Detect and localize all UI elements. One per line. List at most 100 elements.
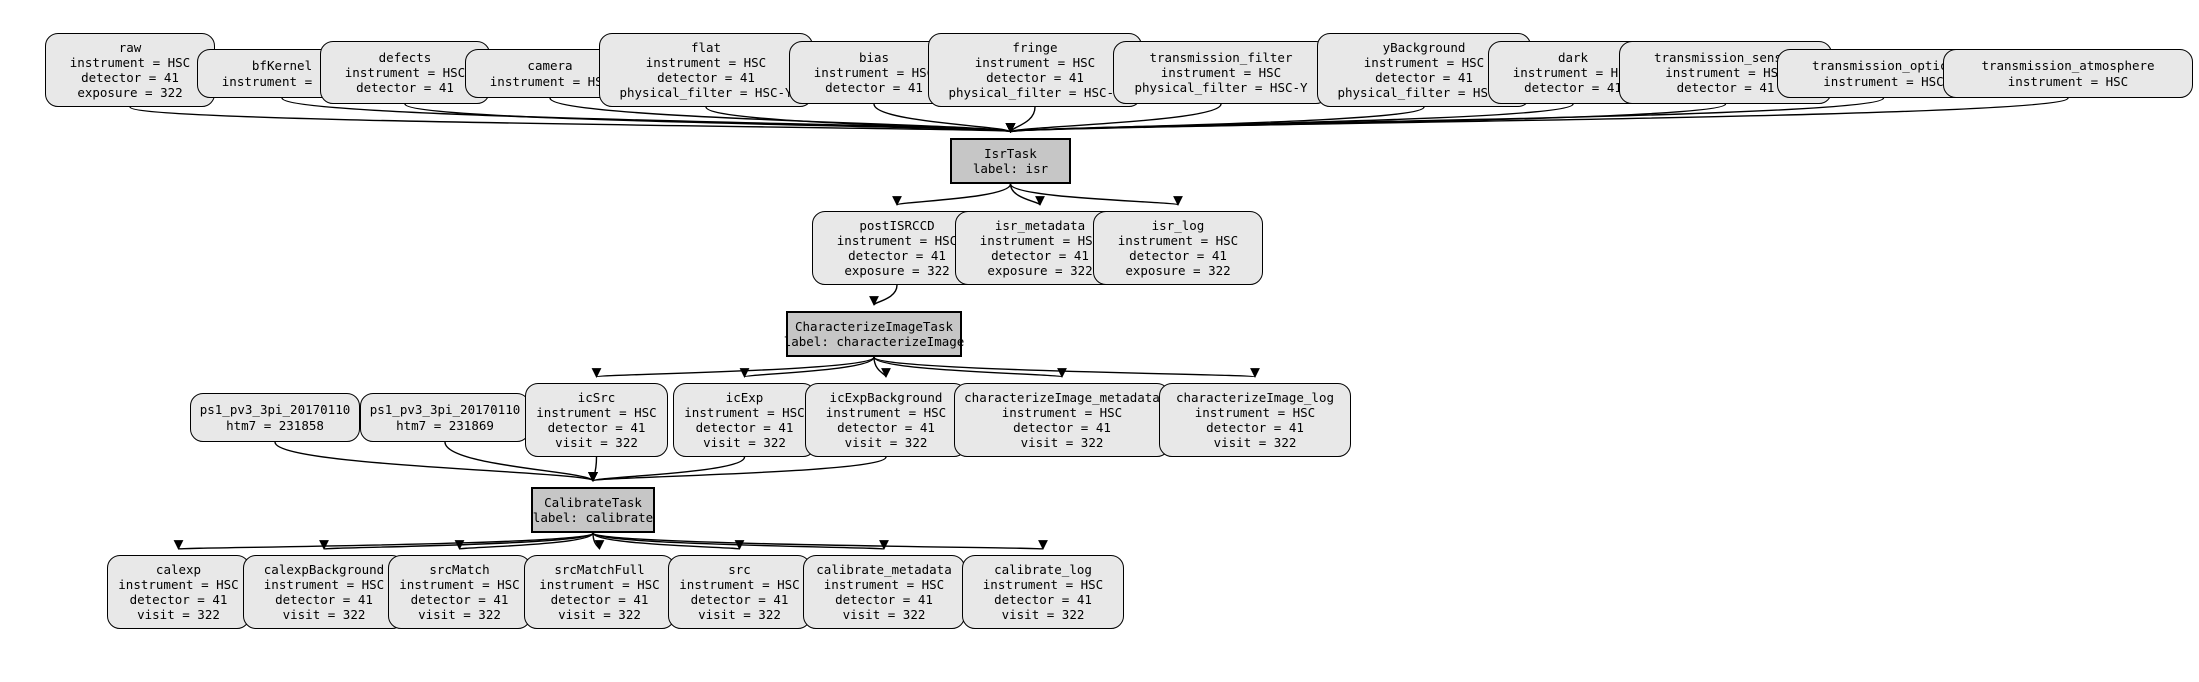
node-text-line: icSrc [577,389,616,405]
edge-IsrTask-to-postISRCCD [892,183,1012,206]
node-text-line: flat [690,39,722,55]
node-text-line: visit = 322 [137,607,220,623]
node-text-line: detector = 41 [991,248,1089,263]
node-text-line: exposure = 322 [844,263,950,279]
node-text-line: visit = 322 [558,607,641,623]
node-text-line: characterizeImage_metadata [964,389,1160,405]
node-text-line: htm7 = 231858 [226,417,324,433]
node-text-line: srcMatchFull [554,561,645,577]
edge-IsrTask-to-isr_metadata [1009,183,1045,206]
node-text-line: instrument = HSC [536,404,657,420]
node-text-line: visit = 322 [703,435,786,451]
node-text-line: label: isr [972,161,1049,176]
node-text-line: instrument = HSC [813,64,935,80]
node-text-line: transmission_filter [1149,49,1293,65]
node-text-line: label: calibrate [532,510,654,525]
node-text-line: camera [527,58,573,74]
node-text-line: visit = 322 [1213,435,1297,451]
node-text-line: detector = 41 [81,70,179,85]
node-text-line: instrument = HSC [645,54,767,70]
edge-CalibrateTask-to-srcMatchFull [592,532,605,550]
node-text-line: physical_filter = HSC-Y [619,85,793,101]
node-text-line: physical_filter = HSC-Y [1337,85,1511,101]
node-text-line: IsrTask [984,145,1037,161]
node-text-line: bfKernel [251,58,313,74]
node-text-line: bias [858,49,890,65]
edge-CharacterizeImageTask-to-icExpBackground [873,356,891,378]
node-text-line: visit = 322 [698,607,781,623]
node-text-line: visit = 322 [282,607,366,623]
node-text-line: instrument = HSC [823,576,945,592]
node-text-line: src [728,561,751,577]
node-text-line: detector = 41 [410,592,509,607]
node-text-line: yBackground [1382,39,1466,55]
node-text-line: transmission_atmosphere [1981,58,2155,74]
edge-fringe-to-IsrTask [1005,106,1036,133]
node-text-line: instrument = HSC [489,73,611,89]
node-text-line: detector = 41 [1206,420,1304,435]
edge-raw-to-IsrTask [129,106,1014,133]
node-text-line: detector = 41 [994,592,1092,607]
node-text-line: transmission_sensor [1654,49,1797,65]
edge-transmission_sensor-to-IsrTask [1006,103,1727,133]
node-text-line: detector = 41 [1375,70,1473,85]
node-text-line: detector = 41 [129,592,228,607]
node-text-line: instrument = HSC [399,576,520,592]
edge-icExp-to-CalibrateTask [588,456,746,482]
node-text-line: calibrate_log [994,561,1092,577]
node-text-line: calibrate_metadata [816,561,952,577]
node-text-line: visit = 322 [1020,435,1104,451]
node-text-line: physical_filter = HSC-Y [1134,80,1308,96]
node-text-line: detector = 41 [690,592,789,607]
node-text-line: detector = 41 [275,592,373,607]
node-text-line: detector = 41 [356,80,454,96]
edge-CalibrateTask-to-calexpBackground [320,532,594,550]
node-text-line: detector = 41 [1129,248,1227,263]
node-text-line: visit = 322 [555,435,638,451]
node-text-line: label: characterizeImage [783,334,965,349]
node-text-line: instrument = HSC [1160,64,1282,80]
node-text-line: instrument = HSC [679,576,800,592]
node-text-line: instrument = HSC [1665,64,1786,80]
edge-CharacterizeImageTask-to-characterizeImage_metadata [873,356,1067,378]
node-text-line: icExpBackground [829,389,943,405]
node-text-line: exposure = 322 [987,263,1093,279]
edge-transmission_filter-to-IsrTask [1005,103,1222,133]
node-text-line: defects [378,49,432,65]
node-text-line: detector = 41 [657,70,755,85]
node-text-line: isr_log [1151,217,1205,233]
node-text-line: fringe [1012,39,1058,55]
node-text-line: calexp [155,561,202,577]
edge-defects-to-IsrTask [404,103,1015,133]
node-text-line: visit = 322 [418,607,501,623]
node-text-line: instrument = HSC [263,576,385,592]
node-text-line: instrument = HSC [825,404,947,420]
node-text-line: detector = 41 [825,80,923,96]
node-text-line: instrument = HSC [1117,232,1239,248]
